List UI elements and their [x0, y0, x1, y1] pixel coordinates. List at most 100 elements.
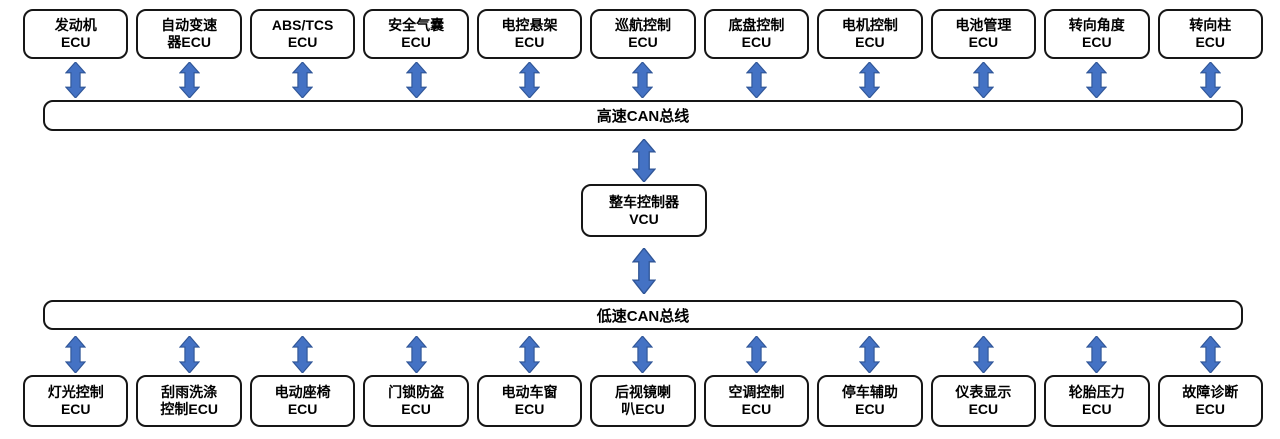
ecu-column: 转向角度 ECU	[1044, 9, 1150, 98]
ecu-label: ECU	[60, 401, 91, 417]
ecu-label: ECU	[60, 34, 91, 50]
ecu-box-transmission: 自动变速 器ECU	[136, 9, 242, 59]
ecu-label: ECU	[1082, 34, 1112, 50]
ecu-column: 空调控制 ECU	[703, 336, 810, 427]
ecu-box-ac-control: 空调控制 ECU	[703, 375, 810, 427]
ecu-column: 电机控制 ECU	[817, 9, 923, 98]
ecu-label: ECU	[741, 34, 772, 50]
ecu-column: 巡航控制 ECU	[590, 9, 696, 98]
ecu-box-parking-assist: 停车辅助 ECU	[817, 375, 923, 427]
ecu-label: 巡航控制	[614, 17, 671, 33]
ecu-column: 仪表显示 ECU	[930, 336, 1037, 427]
double-arrow-icon	[405, 62, 427, 98]
ecu-column: 灯光控制 ECU	[23, 336, 129, 427]
ecu-column: 电动车窗 ECU	[476, 336, 583, 427]
ecu-column: 电动座椅 ECU	[249, 336, 356, 427]
ecu-label: ECU	[1195, 401, 1226, 417]
ecu-box-cruise-control: 巡航控制 ECU	[590, 9, 696, 59]
low-speed-can-bus-label: 低速CAN总线	[596, 307, 690, 325]
ecu-label: ECU	[514, 34, 545, 50]
ecu-label: 轮胎压力	[1068, 384, 1125, 400]
vcu-label: VCU	[629, 210, 659, 227]
ecu-label: ECU	[741, 401, 772, 417]
ecu-label: ABS/TCS	[271, 17, 334, 33]
ecu-label: 安全气囊	[388, 17, 445, 33]
double-arrow-icon	[178, 336, 200, 373]
ecu-column: 电池管理 ECU	[930, 9, 1037, 98]
ecu-label: ECU	[287, 34, 318, 50]
double-arrow-icon	[519, 336, 541, 373]
ecu-label: 仪表显示	[955, 384, 1012, 400]
ecu-label: 控制ECU	[160, 401, 218, 417]
ecu-box-steering-column: 转向柱 ECU	[1157, 9, 1263, 59]
ecu-column: 停车辅助 ECU	[817, 336, 923, 427]
ecu-label: 电池管理	[955, 17, 1012, 33]
double-arrow-icon	[65, 62, 87, 98]
double-arrow-icon	[1086, 336, 1108, 373]
ecu-label: ECU	[968, 401, 999, 417]
ecu-box-suspension: 电控悬架 ECU	[476, 9, 583, 59]
ecu-label: ECU	[1082, 401, 1112, 417]
double-arrow-icon	[1199, 62, 1221, 98]
ecu-label: 灯光控制	[47, 384, 104, 400]
double-arrow-icon	[178, 62, 200, 98]
double-arrow-icon	[745, 62, 767, 98]
ecu-label: 电机控制	[841, 17, 898, 33]
ecu-label: ECU	[401, 34, 431, 50]
ecu-column: 发动机 ECU	[23, 9, 129, 98]
ecu-column: 后视镜喇 叭ECU	[590, 336, 696, 427]
ecu-label: ECU	[401, 401, 431, 417]
double-arrow-icon	[519, 62, 541, 98]
double-arrow-icon	[292, 336, 314, 373]
ecu-column: 故障诊断 ECU	[1157, 336, 1263, 427]
ecu-label: 自动变速	[161, 17, 218, 33]
ecu-label: ECU	[628, 34, 658, 50]
ecu-column: ABS/TCS ECU	[249, 9, 356, 98]
ecu-column: 转向柱 ECU	[1157, 9, 1263, 98]
double-arrow-icon	[632, 62, 654, 98]
ecu-label: ECU	[1195, 34, 1226, 50]
ecu-box-fault-diagnosis: 故障诊断 ECU	[1157, 375, 1263, 427]
ecu-label: 叭ECU	[621, 401, 665, 417]
ecu-box-power-window: 电动车窗 ECU	[476, 375, 583, 427]
ecu-box-lighting: 灯光控制 ECU	[23, 375, 129, 427]
ecu-box-instrument-display: 仪表显示 ECU	[930, 375, 1037, 427]
ecu-label: 后视镜喇	[614, 384, 671, 400]
ecu-label: 底盘控制	[728, 17, 785, 33]
ecu-label: ECU	[514, 401, 545, 417]
ecu-box-airbag: 安全气囊 ECU	[363, 9, 469, 59]
ecu-label: 转向柱	[1189, 17, 1232, 33]
ecu-box-tire-pressure: 轮胎压力 ECU	[1044, 375, 1150, 427]
ecu-label: 电动车窗	[501, 384, 558, 400]
double-arrow-icon	[65, 336, 87, 373]
ecu-label: 门锁防盗	[388, 384, 445, 400]
ecu-column: 底盘控制 ECU	[703, 9, 810, 98]
low-speed-ecu-row: 灯光控制 ECU 刮雨洗涤 控制ECU 电动座椅 ECU 门锁防盗 ECU	[23, 336, 1263, 427]
double-arrow-icon	[972, 62, 994, 98]
ecu-box-power-seat: 电动座椅 ECU	[249, 375, 356, 427]
low-speed-can-bus: 低速CAN总线	[43, 300, 1243, 330]
high-speed-can-bus-label: 高速CAN总线	[596, 108, 690, 125]
double-arrow-icon	[1086, 62, 1108, 98]
high-speed-ecu-row: 发动机 ECU 自动变速 器ECU ABS/TCS ECU 安全气囊 ECU	[23, 9, 1263, 98]
ecu-box-chassis-control: 底盘控制 ECU	[703, 9, 810, 59]
ecu-column: 门锁防盗 ECU	[363, 336, 469, 427]
ecu-box-battery-management: 电池管理 ECU	[930, 9, 1037, 59]
ecu-column: 自动变速 器ECU	[136, 9, 242, 98]
double-arrow-icon	[632, 139, 656, 182]
ecu-label: 空调控制	[728, 384, 785, 400]
ecu-column: 安全气囊 ECU	[363, 9, 469, 98]
ecu-column: 刮雨洗涤 控制ECU	[136, 336, 242, 427]
high-speed-can-bus: 高速CAN总线	[43, 100, 1243, 131]
ecu-box-steering-angle: 转向角度 ECU	[1044, 9, 1150, 59]
double-arrow-icon	[972, 336, 994, 373]
ecu-label: 故障诊断	[1182, 384, 1239, 400]
ecu-box-motor-control: 电机控制 ECU	[817, 9, 923, 59]
ecu-column: 电控悬架 ECU	[476, 9, 583, 98]
ecu-box-mirror-horn: 后视镜喇 叭ECU	[590, 375, 696, 427]
double-arrow-icon	[745, 336, 767, 373]
ecu-column: 轮胎压力 ECU	[1044, 336, 1150, 427]
ecu-label: 发动机	[54, 17, 97, 33]
vcu-box: 整车控制器 VCU	[581, 184, 707, 237]
